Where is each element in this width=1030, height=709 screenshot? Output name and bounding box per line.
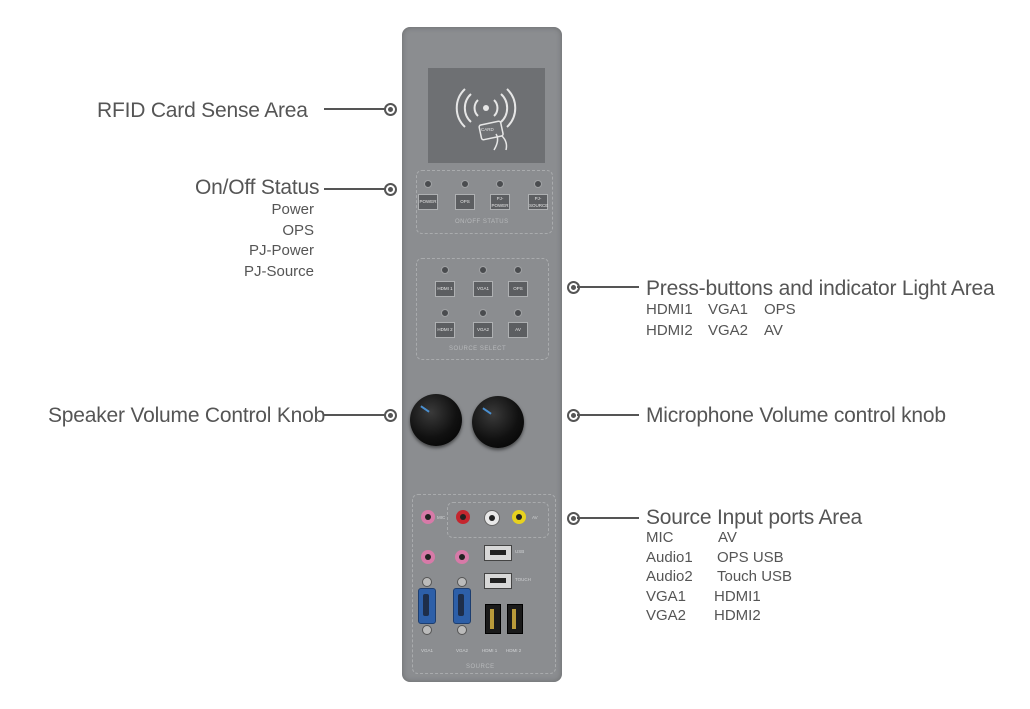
- source-item-vga2: VGA2: [646, 607, 687, 624]
- audio1-jack[interactable]: [421, 550, 435, 564]
- touch-usb-port[interactable]: [484, 573, 512, 589]
- hdmi2-port[interactable]: [507, 604, 523, 634]
- status-item-power: Power: [271, 201, 314, 218]
- hdmi2-port-label: HDMI 2: [506, 648, 522, 653]
- rfid-sense-area[interactable]: CARD: [428, 68, 545, 163]
- ops-usb-port[interactable]: [484, 545, 512, 561]
- status-led-ops: [461, 180, 469, 188]
- source-item-touch-usb: Touch USB: [717, 568, 793, 585]
- source-item-audio2: Audio2: [646, 568, 693, 585]
- press-item-av: AV: [764, 321, 783, 339]
- source-select-label: SOURCE SELECT: [449, 346, 507, 352]
- microphone-volume-knob[interactable]: [472, 396, 524, 448]
- press-item-vga2: VGA2: [708, 321, 749, 339]
- vga1-port[interactable]: [418, 588, 436, 624]
- source-item-hdmi1: HDMI1: [714, 587, 761, 605]
- av-video-jack[interactable]: [512, 510, 526, 524]
- rfid-callout-title: RFID Card Sense Area: [97, 99, 308, 122]
- source-items: MIC AV Audio1 OPS USB Audio2 Touch USB VGA1…: [646, 528, 792, 626]
- source-item-mic: MIC: [646, 529, 674, 546]
- speaker-callout-title: Speaker Volume Control Knob: [48, 404, 326, 427]
- vga2-button[interactable]: VGA2: [473, 322, 493, 338]
- mic-port-label: MIC: [437, 515, 446, 520]
- pj-power-button[interactable]: PJ-POWER: [490, 194, 510, 210]
- source-item-audio1: Audio1: [646, 548, 693, 566]
- press-callout-title: Press-buttons and indicator Light Area: [646, 277, 995, 300]
- status-item-ops: OPS: [282, 221, 314, 239]
- status-led-pj-power: [496, 180, 504, 188]
- pj-source-button[interactable]: PJ-SOURCE: [528, 194, 549, 210]
- source-leader-line: [577, 517, 639, 519]
- ops-select-button[interactable]: OPS: [508, 281, 528, 297]
- press-leader-line: [577, 286, 639, 288]
- hdmi2-button[interactable]: HDMI 2: [435, 322, 455, 338]
- led-vga2: [479, 309, 487, 317]
- source-section-label: SOURCE: [466, 664, 495, 670]
- vga2-top-screw: [457, 577, 467, 587]
- status-callout-title: On/Off Status: [195, 176, 320, 199]
- av-button[interactable]: AV: [508, 322, 528, 338]
- usb-port-label: USB: [515, 549, 525, 554]
- status-leader-dot: [384, 183, 397, 196]
- press-item-hdmi2: HDMI2: [646, 321, 693, 339]
- led-hdmi2: [441, 309, 449, 317]
- source-item-hdmi2: HDMI2: [714, 607, 761, 624]
- rfid-leader-dot: [384, 103, 397, 116]
- rfid-wave-icon: [455, 88, 517, 151]
- ops-button[interactable]: OPS: [455, 194, 475, 210]
- press-items: HDMI1 VGA1 OPS HDMI2 VGA2 AV: [646, 300, 796, 341]
- status-item-pj-power: PJ-Power: [248, 242, 314, 259]
- rfid-leader-line: [324, 108, 386, 110]
- speaker-volume-knob[interactable]: [410, 394, 462, 446]
- status-led-power: [424, 180, 432, 188]
- source-item-vga1: VGA1: [646, 587, 687, 605]
- press-item-hdmi1: HDMI1: [646, 301, 693, 318]
- av-audio-left-jack[interactable]: [484, 510, 500, 526]
- touch-port-label: TOUCH: [515, 577, 531, 582]
- status-leader-line: [324, 188, 386, 190]
- speaker-leader-dot: [384, 409, 397, 422]
- source-ports-section: [412, 494, 556, 674]
- hdmi1-button[interactable]: HDMI 1: [435, 281, 455, 297]
- mic-callout-title: Microphone Volume control knob: [646, 404, 946, 427]
- av-port-label: AV: [532, 515, 538, 520]
- av-group-box: [447, 502, 549, 538]
- hdmi1-port[interactable]: [485, 604, 501, 634]
- led-hdmi1: [441, 266, 449, 274]
- source-item-ops-usb: OPS USB: [717, 548, 784, 566]
- vga2-port-label: VGA2: [456, 648, 469, 653]
- vga1-port-label: VGA1: [421, 648, 434, 653]
- status-items: Power OPS PJ-Power PJ-Source: [244, 200, 314, 282]
- status-led-pj-source: [534, 180, 542, 188]
- source-callout-title: Source Input ports Area: [646, 506, 863, 529]
- speaker-leader-line: [324, 414, 386, 416]
- vga1-bottom-screw: [422, 625, 432, 635]
- led-ops: [514, 266, 522, 274]
- led-av: [514, 309, 522, 317]
- press-item-vga1: VGA1: [708, 301, 749, 318]
- source-item-av: AV: [718, 529, 737, 546]
- press-item-ops: OPS: [764, 301, 796, 318]
- status-section-label: ON/OFF STATUS: [455, 219, 509, 225]
- av-audio-right-jack[interactable]: [456, 510, 470, 524]
- mic-jack[interactable]: [421, 510, 435, 524]
- audio2-jack[interactable]: [455, 550, 469, 564]
- mic-leader-line: [577, 414, 639, 416]
- rfid-card-label: CARD: [481, 127, 494, 132]
- status-item-pj-source: PJ-Source: [243, 262, 314, 280]
- vga1-button[interactable]: VGA1: [473, 281, 493, 297]
- status-section: [416, 170, 553, 234]
- vga1-top-screw: [422, 577, 432, 587]
- power-button[interactable]: POWER: [418, 194, 438, 210]
- hdmi1-port-label: HDMI 1: [482, 648, 498, 653]
- vga2-port[interactable]: [453, 588, 471, 624]
- vga2-bottom-screw: [457, 625, 467, 635]
- source-select-section: [416, 258, 549, 360]
- led-vga1: [479, 266, 487, 274]
